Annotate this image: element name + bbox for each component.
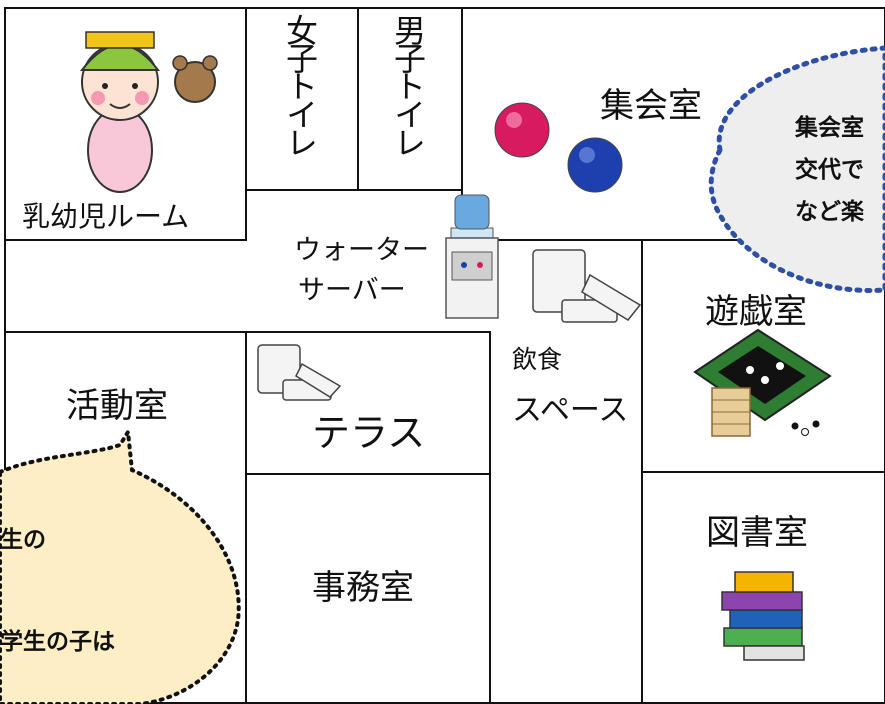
activity-room-label: 活動室 xyxy=(66,386,168,426)
water-server-label-line2: サーバー xyxy=(298,275,406,306)
meeting-room-label: 集会室 xyxy=(600,86,702,126)
play-room-label: 遊戯室 xyxy=(705,292,807,332)
water-server-label-line1: ウォーター xyxy=(294,235,429,266)
office-label: 事務室 xyxy=(312,568,414,608)
baby-bear-icon xyxy=(79,31,218,193)
left-bubble-line1: 生の xyxy=(0,527,46,553)
board-game-icon xyxy=(693,328,832,437)
library-label: 図書室 xyxy=(706,513,808,553)
nursery-room-label: 乳幼児ルーム xyxy=(22,200,190,233)
left-bubble-line2: 学生の子は xyxy=(0,629,115,655)
snack-icon xyxy=(532,249,642,323)
books-icon xyxy=(721,571,805,661)
right-bubble-line1: 集会室 xyxy=(795,115,864,141)
boys-toilet-label: 男子トイレ xyxy=(389,14,427,154)
girls-toilet-label: 女子トイレ xyxy=(281,14,319,154)
eating-space-label-line1: 飲食 xyxy=(512,345,563,374)
right-bubble-line2: 交代で xyxy=(795,157,864,183)
snack-icon xyxy=(257,344,342,401)
balls-icon xyxy=(494,102,623,193)
eating-space-label-line2: スペース xyxy=(512,393,629,428)
right-speech-bubble xyxy=(708,45,885,293)
terrace-label: テラス xyxy=(312,411,426,455)
library-outline xyxy=(641,471,885,704)
water-server-icon xyxy=(445,194,499,319)
office-outline xyxy=(245,473,491,704)
right-bubble-line3: など楽 xyxy=(795,199,864,225)
left-speech-bubble xyxy=(0,425,241,704)
